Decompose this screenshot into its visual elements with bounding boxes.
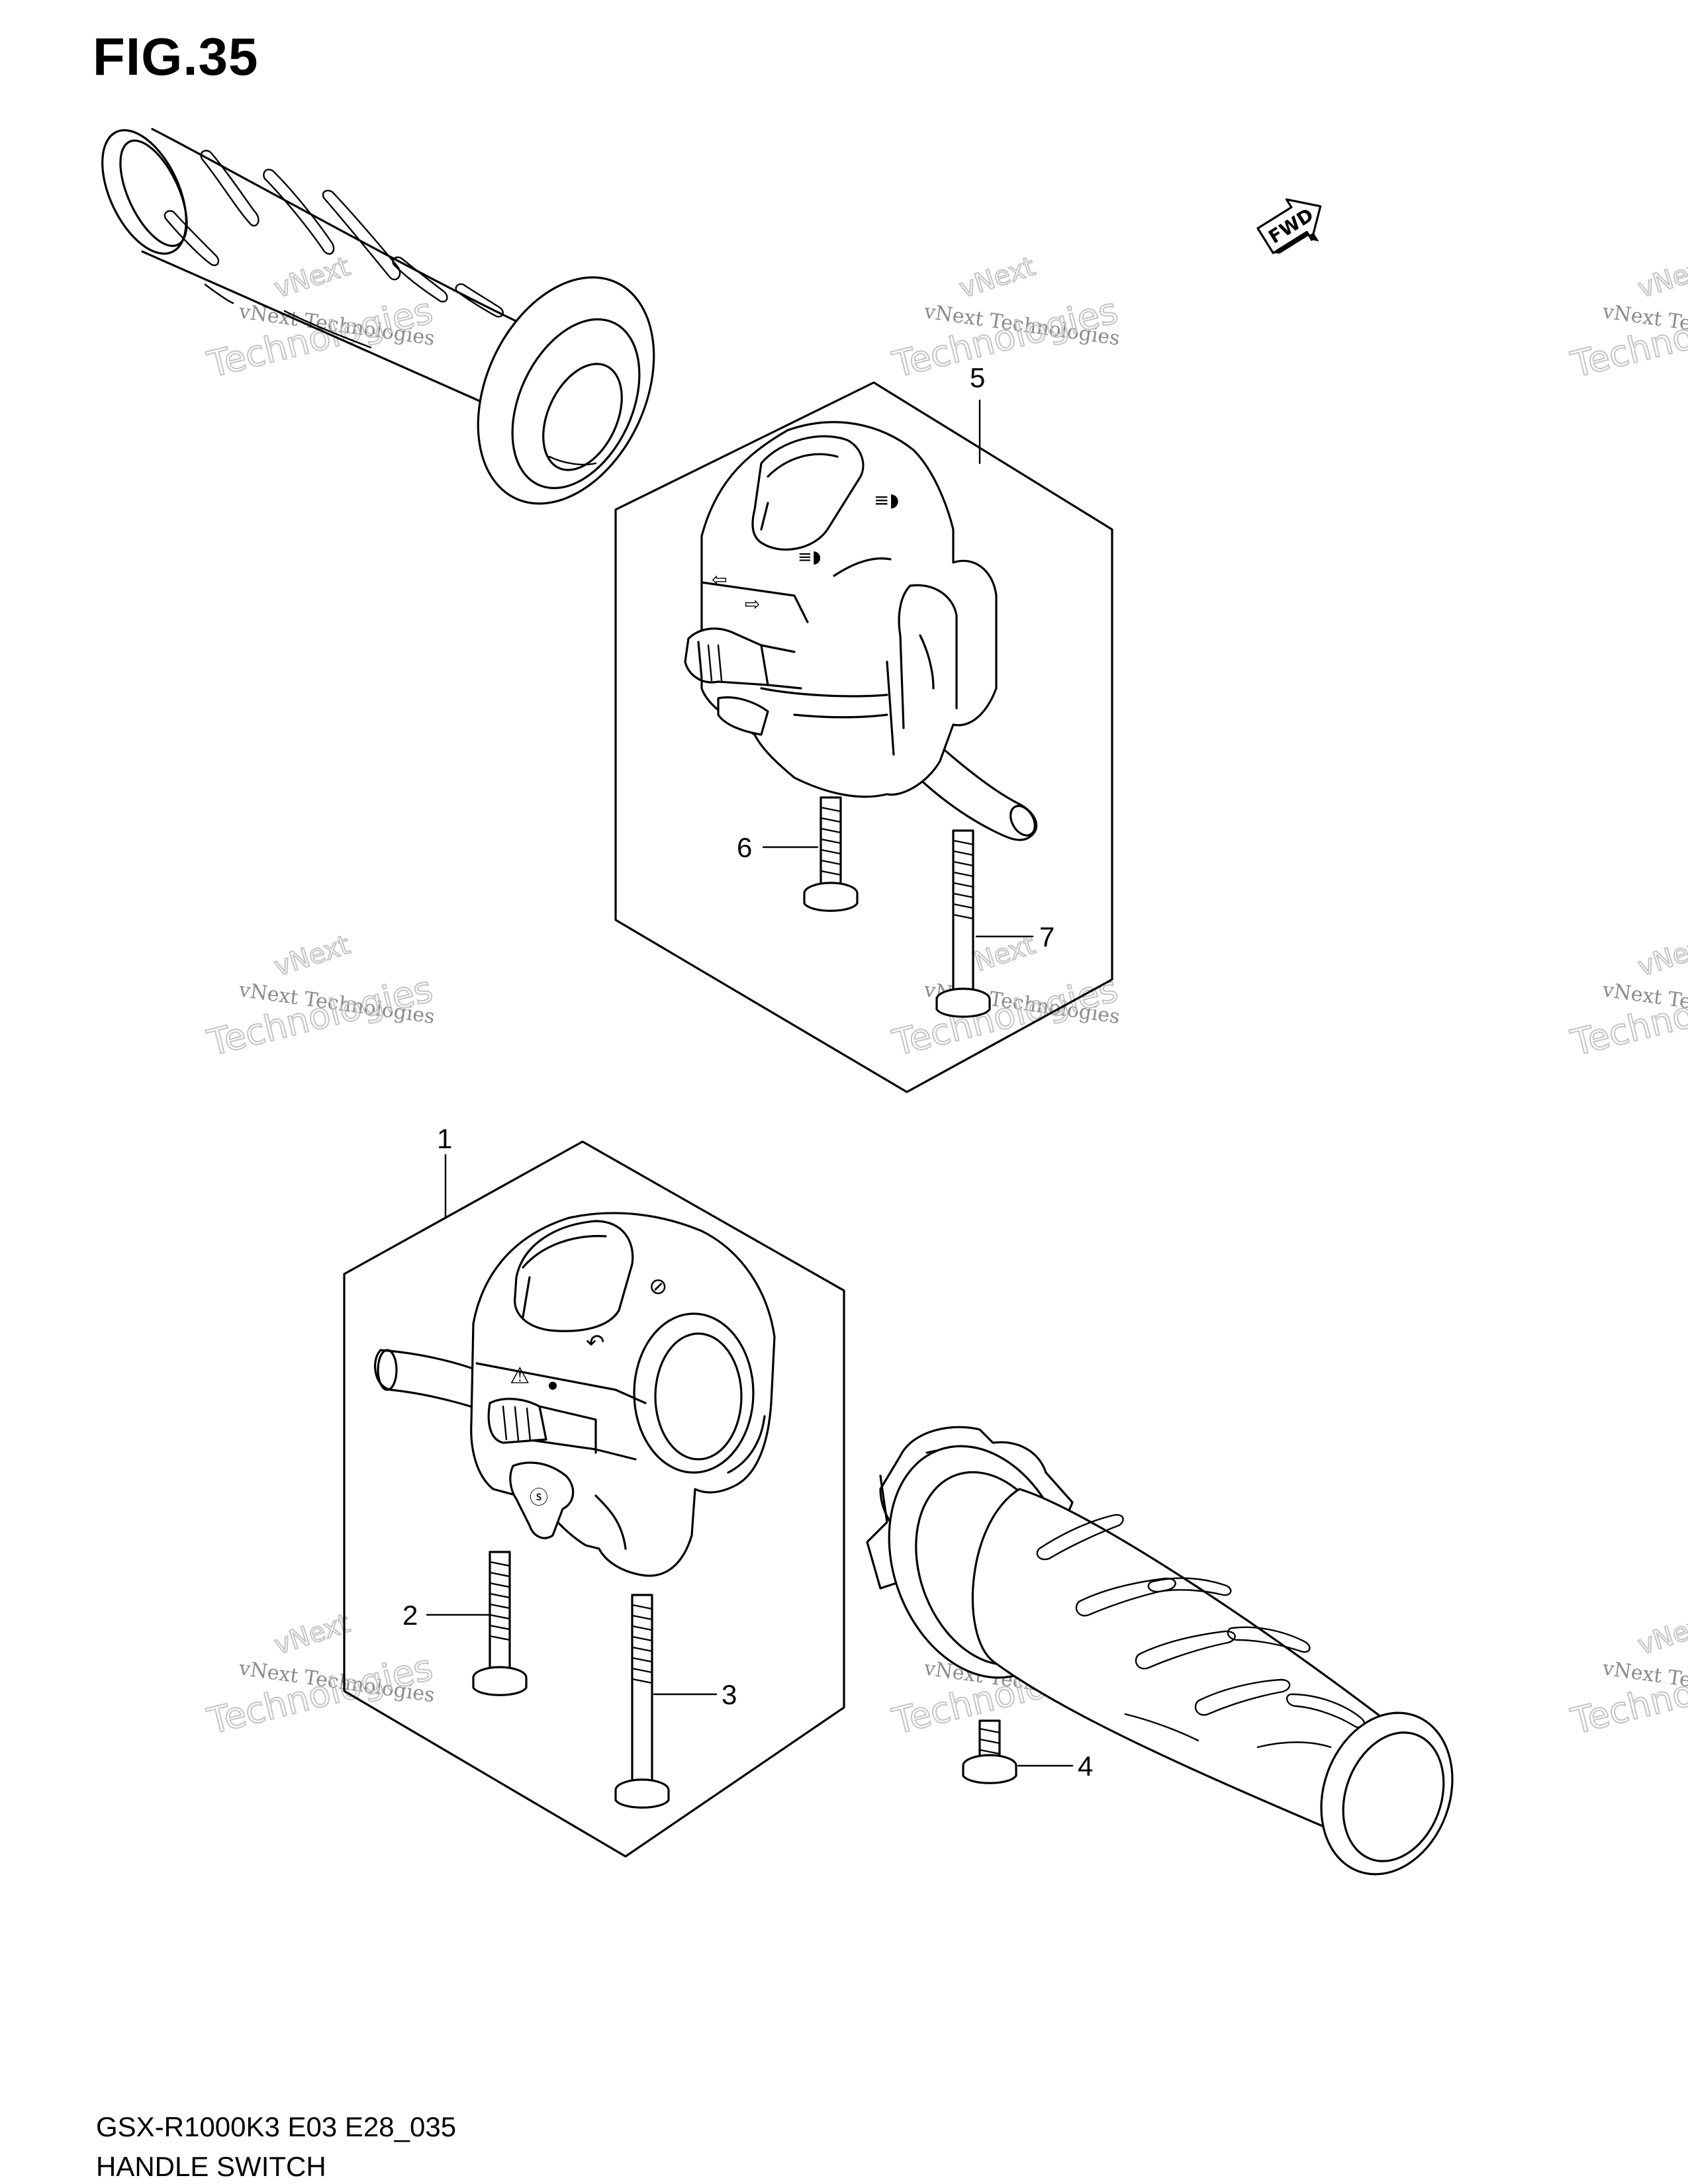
right-handlebar-grip bbox=[866, 1426, 1454, 1876]
watermark: vNext vNext Technologies Technologies bbox=[203, 1608, 438, 1743]
screw-2 bbox=[472, 1551, 528, 1696]
svg-text:vNext: vNext bbox=[271, 930, 353, 983]
watermark: vNext vNext Technologies Technologies bbox=[888, 251, 1123, 387]
svg-text:Technologies: Technologies bbox=[203, 290, 437, 386]
svg-text:Technologies: Technologies bbox=[888, 968, 1122, 1064]
svg-text:vNext: vNext bbox=[1634, 1608, 1688, 1661]
svg-text:⊘: ⊘ bbox=[649, 1273, 668, 1300]
screw-4 bbox=[962, 1719, 1017, 1784]
svg-text:vNext: vNext bbox=[1634, 251, 1688, 304]
svg-text:Technologies: Technologies bbox=[203, 1647, 437, 1743]
watermark: vNext vNext Technologies Technologies bbox=[1566, 1608, 1688, 1743]
left-handlebar-grip bbox=[101, 128, 655, 505]
screw-7 bbox=[935, 829, 991, 1018]
svg-text:●: ● bbox=[548, 1379, 557, 1391]
svg-text:≡◗: ≡◗ bbox=[874, 489, 899, 511]
right-handle-switch: ⇦ ⇨ ≡◗ ≡◗ bbox=[684, 421, 1038, 841]
watermark: vNext vNext Technologies Technologies bbox=[203, 929, 438, 1065]
screw-6 bbox=[803, 796, 859, 912]
callout-2: 2 bbox=[402, 1600, 418, 1631]
svg-text:Technologies: Technologies bbox=[203, 968, 437, 1064]
svg-text:Technologies: Technologies bbox=[888, 290, 1122, 386]
figure-title: FIG.35 bbox=[93, 27, 259, 86]
svg-text:↶: ↶ bbox=[586, 1330, 605, 1356]
left-handle-switch: ⚠ ● ↶ ⊘ ⓢ bbox=[374, 1212, 776, 1577]
model-code: GSX-R1000K3 E03 E28_035 bbox=[96, 2111, 457, 2142]
watermark: vNext vNext Technologies Technologies bbox=[1566, 929, 1688, 1065]
parts-kit-1-outline bbox=[343, 1140, 845, 1858]
svg-text:⇦: ⇦ bbox=[712, 569, 727, 590]
parts-kit-5-outline bbox=[614, 381, 1113, 1093]
callout-3: 3 bbox=[722, 1679, 737, 1710]
svg-text:⇨: ⇨ bbox=[745, 593, 760, 615]
section-name: HANDLE SWITCH bbox=[96, 2151, 326, 2182]
svg-text:vNext: vNext bbox=[1634, 930, 1688, 983]
svg-text:vNext: vNext bbox=[271, 1608, 353, 1661]
callout-7: 7 bbox=[1039, 921, 1055, 952]
svg-text:≡◗: ≡◗ bbox=[798, 547, 821, 567]
screw-3 bbox=[614, 1594, 670, 1809]
fwd-arrow-icon: FWD bbox=[1256, 198, 1322, 254]
svg-text:vNext: vNext bbox=[271, 251, 353, 304]
watermark: vNext vNext Technologies Technologies bbox=[888, 929, 1123, 1065]
callout-5: 5 bbox=[970, 362, 985, 393]
svg-text:⚠: ⚠ bbox=[510, 1363, 530, 1389]
callout-leader-lines bbox=[426, 399, 1074, 1767]
callout-6: 6 bbox=[737, 832, 752, 863]
svg-text:vNext: vNext bbox=[956, 251, 1039, 304]
svg-text:ⓢ: ⓢ bbox=[530, 1486, 548, 1508]
callout-4: 4 bbox=[1078, 1751, 1093, 1782]
watermark: vNext vNext Technologies Technologies bbox=[1566, 251, 1688, 387]
callout-1: 1 bbox=[437, 1123, 452, 1154]
